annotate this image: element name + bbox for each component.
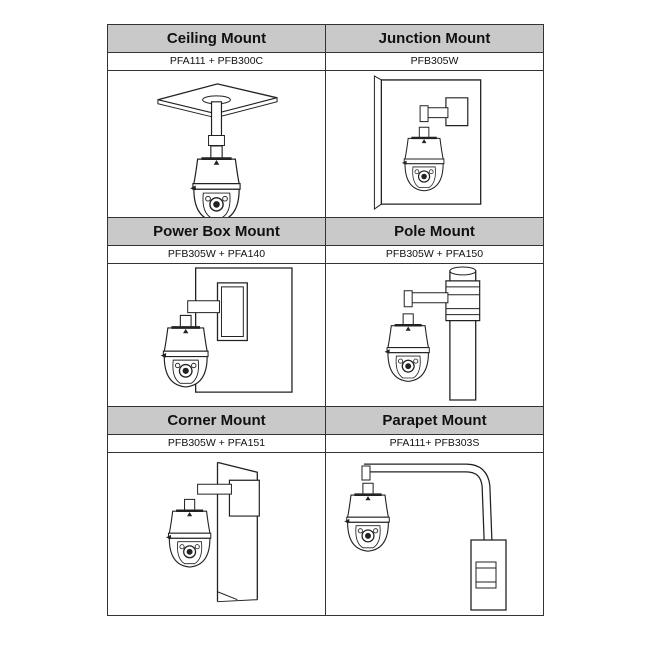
junction-mount-cell: Junction Mount PFB305W [326, 25, 543, 218]
corner-mount-camera-illustration [108, 452, 325, 615]
corner-mount-cell: Corner Mount PFB305W + PFA151 [108, 407, 326, 615]
mount-model: PFB305W + PFA151 [108, 434, 325, 453]
mount-title: Ceiling Mount [108, 25, 325, 53]
junction-mount-camera-illustration [326, 70, 543, 217]
pole-mount-camera-illustration [326, 263, 543, 406]
mount-options-table: Ceiling Mount PFA111 + PFB300C Junction … [107, 24, 544, 616]
power-box-mount-cell: Power Box Mount PFB305W + PFA140 [108, 218, 326, 407]
mount-model: PFB305W + PFA150 [326, 245, 543, 264]
parapet-mount-cell: Parapet Mount PFA111+ PFB303S [326, 407, 543, 615]
ceiling-mount-cell: Ceiling Mount PFA111 + PFB300C [108, 25, 326, 218]
mount-model: PFB305W + PFA140 [108, 245, 325, 264]
mount-title: Pole Mount [326, 218, 543, 246]
mount-title: Junction Mount [326, 25, 543, 53]
ceiling-mount-camera-illustration [108, 70, 325, 217]
mount-model: PFB305W [326, 52, 543, 71]
parapet-mount-camera-illustration [326, 452, 543, 615]
mount-title: Parapet Mount [326, 407, 543, 435]
mount-title: Power Box Mount [108, 218, 325, 246]
mount-model: PFA111+ PFB303S [326, 434, 543, 453]
mount-title: Corner Mount [108, 407, 325, 435]
mount-model: PFA111 + PFB300C [108, 52, 325, 71]
power-box-mount-camera-illustration [108, 263, 325, 406]
pole-mount-cell: Pole Mount PFB305W + PFA150 [326, 218, 543, 407]
